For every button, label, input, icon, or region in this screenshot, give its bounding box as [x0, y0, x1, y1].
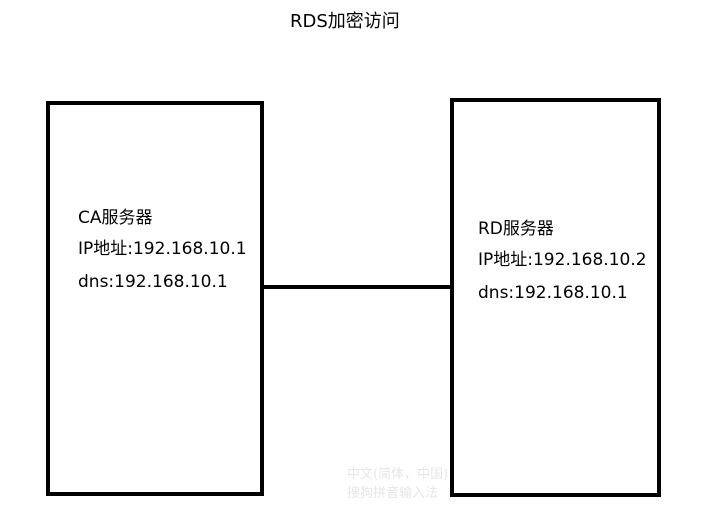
ca-server-dns: dns:192.168.10.1	[78, 272, 228, 292]
diagram-title: RDS加密访问	[290, 11, 400, 32]
rd-server-ip: IP地址:192.168.10.2	[478, 250, 647, 270]
rd-server-name: RD服务器	[478, 219, 554, 239]
rd-server-dns: dns:192.168.10.1	[478, 283, 628, 303]
connection-line	[262, 285, 452, 289]
ca-server-ip: IP地址:192.168.10.1	[78, 239, 247, 259]
ime-watermark-line1: 中文(简体，中国)	[347, 467, 449, 482]
rd-server-box	[450, 98, 661, 497]
ime-watermark-line2: 搜狗拼音输入法	[347, 486, 439, 501]
ca-server-name: CA服务器	[78, 208, 153, 228]
ca-server-box	[46, 101, 264, 496]
